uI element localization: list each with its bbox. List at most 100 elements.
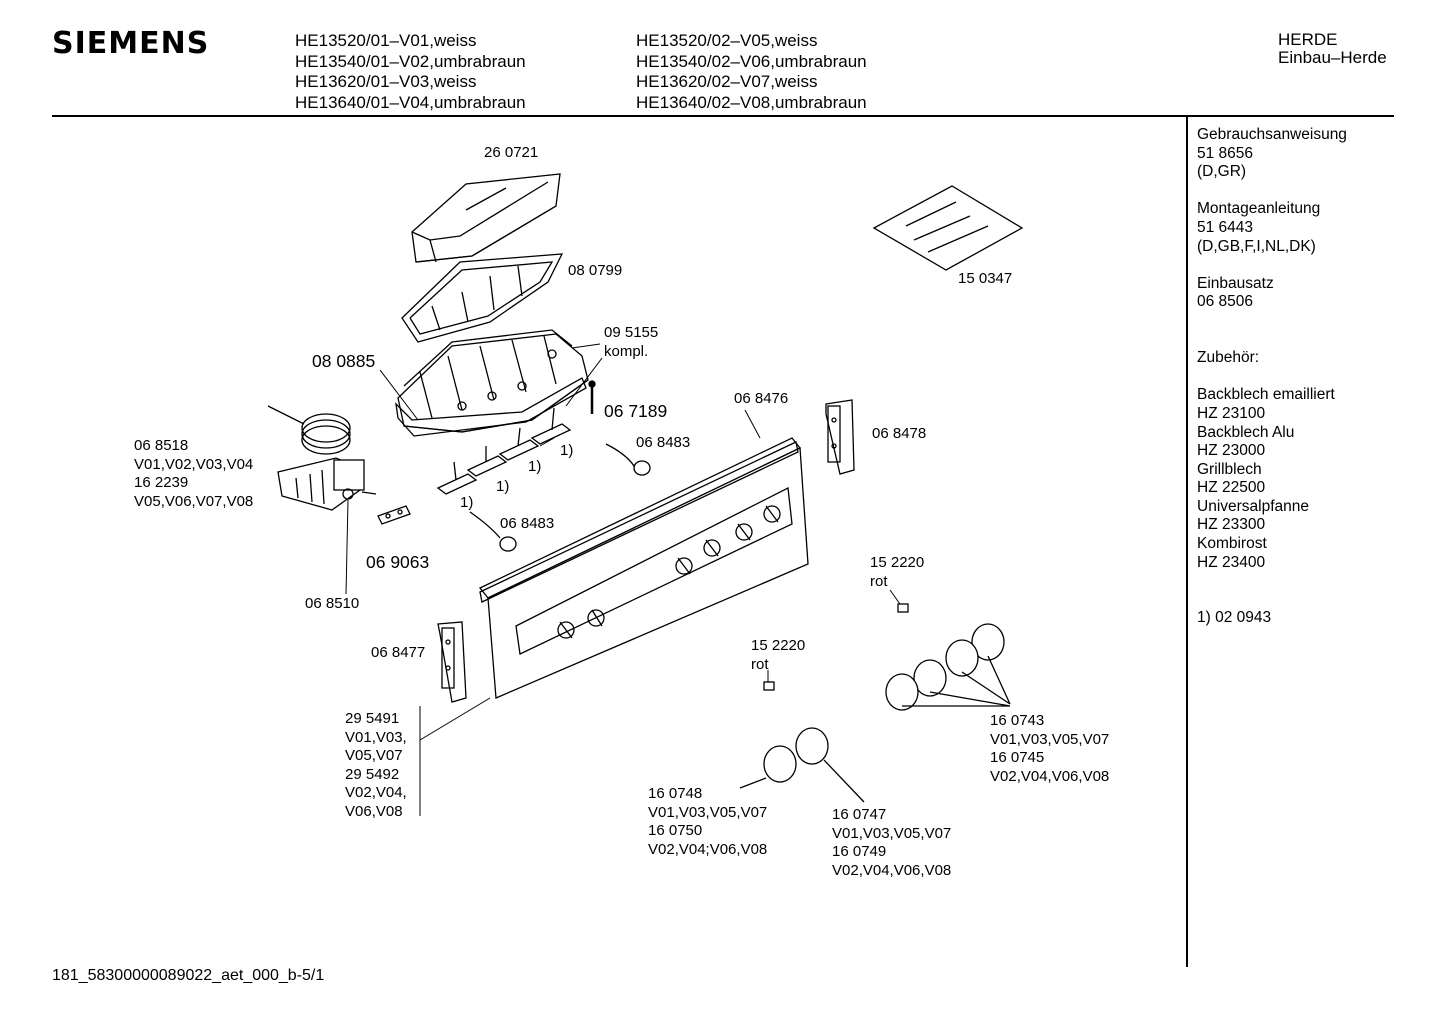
sidebar-line: 51 6443	[1197, 218, 1254, 236]
model-list-right: HE13520/02–V05,weiss HE13540/02–V06,umbr…	[636, 31, 867, 113]
label-line: 06 8518	[134, 437, 189, 454]
category-line2: Einbau–Herde	[1278, 48, 1387, 67]
label-line: V01,V03,V05,V07	[832, 824, 952, 842]
label-line: kompl.	[604, 342, 649, 360]
model-line: HE13640/01–V04,umbrabraun	[295, 92, 526, 112]
sidebar-line: Zubehör:	[1197, 349, 1260, 367]
plate-part	[377, 505, 411, 525]
sidebar-line: HZ 23000	[1197, 442, 1266, 460]
label-069063: 06 9063	[366, 552, 430, 572]
bracket-left-part	[437, 621, 467, 703]
bracket-right-part	[825, 399, 855, 475]
model-list-left: HE13520/01–V01,weiss HE13540/01–V02,umbr…	[295, 31, 526, 113]
model-line: HE13520/02–V05,weiss	[636, 31, 818, 50]
sidebar-line: Grillblech	[1197, 460, 1262, 478]
footnote-mark: 1)	[496, 478, 510, 495]
knob-group-part	[885, 623, 1011, 711]
sidebar-line: HZ 23400	[1197, 553, 1266, 571]
model-line: HE13620/02–V07,weiss	[636, 72, 818, 91]
label-line: 09 5155	[604, 324, 659, 341]
lamp-part	[469, 443, 651, 552]
sidebar-line: Gebrauchsanweisung	[1197, 126, 1347, 143]
model-line: HE13620/01–V03,weiss	[295, 72, 477, 91]
model-line: HE13540/02–V06,umbrabraun	[636, 51, 867, 71]
sidebar-line: (D,GB,F,I,NL,DK)	[1197, 237, 1316, 255]
label-line: 16 2239	[134, 474, 189, 492]
label-line: V01,V02,V03,V04	[134, 455, 254, 473]
label-152220-a: 15 2220 rot	[870, 554, 924, 591]
sidebar-line: HZ 22500	[1197, 479, 1266, 497]
label-068476: 06 8476	[734, 390, 789, 407]
footnote-mark: 1)	[528, 458, 542, 475]
brand-logo: SIEMENS	[52, 26, 210, 61]
model-line: HE13540/01–V02,umbrabraun	[295, 51, 526, 71]
sidebar-line: Universalpfanne	[1197, 497, 1310, 515]
frame-part	[401, 253, 564, 343]
label-line: V01,V03,V05,V07	[648, 803, 768, 821]
knob-pair-part	[739, 727, 865, 803]
sidebar-line: HZ 23300	[1197, 516, 1266, 534]
sidebar-line: HZ 23100	[1197, 404, 1266, 422]
control-panel-part	[478, 437, 809, 699]
label-line: V05,V07	[345, 747, 403, 765]
footnote-mark: 1)	[560, 442, 574, 459]
label-068483-b: 06 8483	[500, 515, 555, 532]
label-068510: 06 8510	[305, 595, 360, 612]
tray-part	[411, 173, 561, 263]
label-line: V01,V03,V05,V07	[990, 730, 1110, 748]
sidebar-rule	[1186, 117, 1188, 967]
label-line: 16 0745	[990, 749, 1045, 767]
label-095155: 09 5155 kompl.	[604, 324, 658, 361]
label-line: 16 0748	[648, 785, 703, 802]
label-line: V06,V08	[345, 802, 403, 820]
sidebar-line: 1) 02 0943	[1197, 609, 1272, 627]
label-160748: 16 0748 V01,V03,V05,V07 16 0750 V02,V04;…	[648, 785, 767, 859]
sidebar-line: Backblech emailliert	[1197, 386, 1335, 404]
sidebar-line: Montageanleitung	[1197, 200, 1321, 218]
label-line: rot	[751, 655, 769, 673]
screw-bag-part	[872, 185, 1024, 271]
label-line: 15 2220	[751, 637, 806, 654]
label-line: 29 5491	[345, 710, 400, 727]
label-160747: 16 0747 V01,V03,V05,V07 16 0749 V02,V04,…	[832, 806, 951, 880]
label-160743: 16 0743 V01,V03,V05,V07 16 0745 V02,V04,…	[990, 712, 1109, 786]
sidebar-line: 06 8506	[1197, 293, 1254, 311]
label-150347: 15 0347	[958, 270, 1013, 287]
sidebar-line: Einbausatz	[1197, 274, 1274, 292]
label-260721: 26 0721	[484, 144, 539, 161]
label-line: 16 0747	[832, 806, 887, 823]
label-080885: 08 0885	[312, 351, 376, 371]
clip-part	[763, 603, 909, 691]
switch-block-part	[395, 329, 589, 437]
label-line: 16 0743	[990, 712, 1045, 729]
footnote-mark: 1)	[460, 494, 474, 511]
label-068483-a: 06 8483	[636, 434, 691, 451]
label-068478: 06 8478	[872, 425, 927, 442]
label-line: V05,V06,V07,V08	[134, 492, 254, 510]
label-080799: 08 0799	[568, 262, 623, 279]
model-line: HE13640/02–V08,umbrabraun	[636, 92, 867, 112]
label-line: 29 5492	[345, 765, 400, 783]
label-line: V02,V04,	[345, 784, 407, 802]
label-line: 15 2220	[870, 554, 925, 571]
thermostat-part	[267, 405, 377, 511]
screw-part	[588, 380, 596, 414]
category-line1: HERDE	[1278, 30, 1338, 49]
switch-contacts	[436, 407, 572, 495]
sidebar-line: Backblech Alu	[1197, 423, 1295, 441]
header-rule	[52, 115, 1394, 117]
label-line: V01,V03,	[345, 728, 407, 746]
sidebar-line: Kombirost	[1197, 535, 1267, 553]
label-295491: 29 5491 V01,V03, V05,V07 29 5492 V02,V04…	[345, 710, 407, 822]
label-line: V02,V04,V06,V08	[990, 767, 1110, 785]
label-line: rot	[870, 572, 888, 590]
sidebar-line: 51 8656	[1197, 144, 1254, 162]
category: HERDE Einbau–Herde	[1278, 31, 1387, 67]
label-line: V02,V04;V06,V08	[648, 840, 768, 858]
model-line: HE13520/01–V01,weiss	[295, 31, 477, 50]
label-line: 16 0750	[648, 822, 703, 840]
label-068518: 06 8518 V01,V02,V03,V04 16 2239 V05,V06,…	[134, 437, 253, 511]
sidebar-line: (D,GR)	[1197, 163, 1247, 181]
